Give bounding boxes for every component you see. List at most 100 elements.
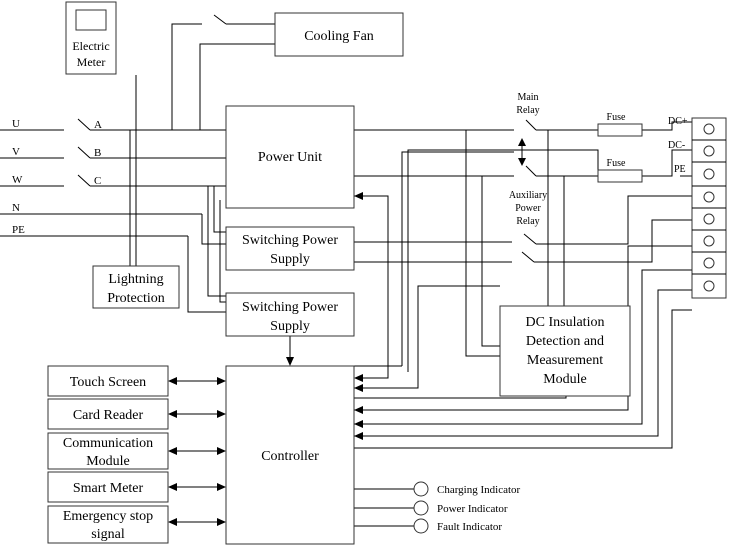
switch-b-label: B bbox=[94, 147, 101, 159]
terminal-5 bbox=[703, 213, 715, 225]
communication-module-box: Communication Module bbox=[47, 432, 169, 470]
controller-label: Controller bbox=[261, 449, 319, 464]
wire-phase-u bbox=[0, 118, 226, 131]
power-unit-box: Power Unit bbox=[225, 105, 355, 209]
fuse-top-label: Fuse bbox=[607, 112, 626, 123]
sps1-label-1: Switching Power bbox=[242, 233, 338, 248]
switch-c-label: C bbox=[94, 175, 101, 187]
arrow-touch-right bbox=[217, 377, 226, 385]
wire-fuse-to-terminals bbox=[642, 121, 692, 177]
arrow-comm-right bbox=[217, 447, 226, 455]
arrow-in-4 bbox=[354, 420, 363, 428]
arrow-relay-coil-down bbox=[518, 158, 526, 166]
terminal-2 bbox=[703, 145, 715, 157]
earth-label: PE bbox=[12, 224, 25, 236]
electric-meter-box: Electric Meter bbox=[65, 1, 117, 75]
arrow-in-3 bbox=[354, 406, 363, 414]
dc-plus-label: DC+ bbox=[668, 116, 688, 127]
electric-meter-label-2: Meter bbox=[77, 55, 106, 69]
terminal-block bbox=[691, 117, 727, 299]
fuse-top: Fuse bbox=[597, 112, 643, 137]
electric-meter-label-1: Electric bbox=[72, 39, 109, 53]
phase-w-label: W bbox=[12, 174, 23, 186]
indicators: Charging Indicator Power Indicator Fault… bbox=[413, 481, 521, 534]
smart-meter-box: Smart Meter bbox=[47, 471, 169, 503]
arrow-in-5 bbox=[354, 432, 363, 440]
wire-aux-relay bbox=[354, 195, 692, 263]
aux-relay-label-3: Relay bbox=[516, 216, 539, 227]
power-indicator-label: Power Indicator bbox=[437, 503, 508, 515]
arrow-meter-right bbox=[217, 483, 226, 491]
charging-indicator-lamp bbox=[413, 481, 429, 497]
estop-label-2: signal bbox=[91, 527, 125, 542]
wire-phase-v bbox=[0, 146, 226, 159]
lightning-label-1: Lightning bbox=[108, 272, 163, 287]
lightning-protection-box: Lightning Protection bbox=[92, 265, 180, 309]
dc-insulation-box: DC Insulation Detection and Measurement … bbox=[499, 305, 631, 397]
controller-box: Controller bbox=[225, 365, 355, 545]
insulation-label-2: Detection and bbox=[526, 334, 604, 349]
lightning-label-2: Protection bbox=[107, 291, 165, 306]
arrow-to-power-unit bbox=[354, 192, 363, 200]
arrow-meter-left bbox=[168, 483, 177, 491]
arrow-comm-left bbox=[168, 447, 177, 455]
wire-cooling-fan bbox=[171, 14, 275, 130]
wire-dc-bus-minus bbox=[354, 165, 598, 177]
fault-indicator-label: Fault Indicator bbox=[437, 521, 502, 533]
comm-module-label-2: Module bbox=[86, 454, 130, 469]
power-indicator-lamp bbox=[413, 500, 429, 516]
wire-indicators bbox=[354, 488, 414, 527]
cooling-fan-label: Cooling Fan bbox=[304, 29, 374, 44]
pe-terminal-label: PE bbox=[674, 164, 686, 175]
cooling-fan-box: Cooling Fan bbox=[274, 12, 404, 57]
wire-insulation-taps bbox=[465, 130, 565, 357]
terminal-3 bbox=[703, 168, 715, 180]
switching-power-supply-2-box: Switching Power Supply bbox=[225, 292, 355, 337]
touch-screen-label: Touch Screen bbox=[70, 375, 146, 390]
sps2-label-1: Switching Power bbox=[242, 300, 338, 315]
main-relay-label-1: Main bbox=[517, 92, 538, 103]
arrow-card-right bbox=[217, 410, 226, 418]
card-reader-box: Card Reader bbox=[47, 398, 169, 430]
comm-module-label-1: Communication bbox=[63, 436, 153, 451]
arrow-in-2 bbox=[354, 384, 363, 392]
power-unit-label: Power Unit bbox=[258, 150, 322, 165]
arrow-card-left bbox=[168, 410, 177, 418]
arrow-in-1 bbox=[354, 374, 363, 382]
phase-v-label: V bbox=[12, 146, 20, 158]
arrow-estop-left bbox=[168, 518, 177, 526]
wire-dc-bus-plus bbox=[354, 119, 598, 131]
charging-indicator-label: Charging Indicator bbox=[437, 484, 521, 496]
terminal-6 bbox=[703, 235, 715, 247]
card-reader-label: Card Reader bbox=[73, 408, 144, 423]
dc-minus-label: DC- bbox=[668, 140, 685, 151]
phase-u-label: U bbox=[12, 118, 20, 130]
arrowheads bbox=[168, 138, 570, 526]
wire-phase-w bbox=[0, 174, 226, 187]
arrow-touch-left bbox=[168, 377, 177, 385]
terminal-7 bbox=[703, 257, 715, 269]
wire-sps-feed bbox=[187, 186, 226, 313]
arrow-estop-right bbox=[217, 518, 226, 526]
terminal-1 bbox=[703, 123, 715, 135]
insulation-label-1: DC Insulation bbox=[526, 315, 605, 330]
labels: U V W N PE A B C Main Relay Auxiliary Po… bbox=[12, 92, 688, 236]
neutral-label: N bbox=[12, 202, 20, 214]
smart-meter-label: Smart Meter bbox=[73, 481, 144, 496]
arrow-sps-to-controller bbox=[286, 357, 294, 366]
insulation-label-3: Measurement bbox=[527, 353, 603, 368]
switch-a-label: A bbox=[94, 119, 102, 131]
insulation-label-4: Module bbox=[543, 372, 587, 387]
sps2-label-2: Supply bbox=[270, 319, 310, 334]
fuse-bottom-label: Fuse bbox=[607, 158, 626, 169]
terminal-8 bbox=[703, 280, 715, 292]
aux-relay-label-2: Power bbox=[515, 203, 541, 214]
aux-relay-label-1: Auxiliary bbox=[509, 190, 547, 201]
terminal-4 bbox=[703, 191, 715, 203]
touch-screen-box: Touch Screen bbox=[47, 365, 169, 397]
switching-power-supply-1-box: Switching Power Supply bbox=[225, 226, 355, 271]
estop-label-1: Emergency stop bbox=[63, 509, 153, 524]
fault-indicator-lamp bbox=[413, 518, 429, 534]
emergency-stop-box: Emergency stop signal bbox=[47, 505, 169, 544]
